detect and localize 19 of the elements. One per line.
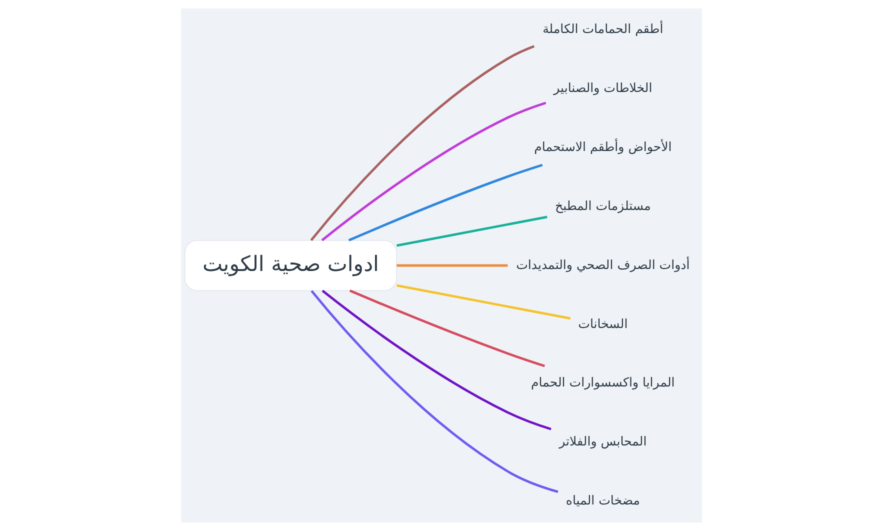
connector: [310, 290, 558, 493]
connector: [320, 102, 546, 242]
node-text: أطقم الحمامات الكاملة: [542, 20, 663, 36]
node-text: الخلاطات والصنابير: [553, 80, 652, 95]
connector: [348, 164, 542, 242]
node-text: السخانات: [578, 316, 628, 331]
connector: [348, 290, 545, 368]
connector: [321, 290, 551, 430]
node-text: مضخات المياه: [565, 492, 640, 508]
connector: [396, 264, 508, 267]
connector: [396, 216, 547, 247]
node-text: الأحواض وأطقم الاستحمام: [534, 138, 672, 154]
connector: [396, 284, 570, 320]
node-text: المحابس والفلاتر: [558, 434, 646, 449]
node-text: المرايا واكسسوارات الحمام: [530, 374, 674, 390]
node-box: ادوات صحية الكويت: [184, 240, 397, 292]
node-text: مستلزمات المطبخ: [554, 198, 650, 213]
node-text: أدوات الصرف الصحي والتمديدات: [516, 256, 690, 272]
connector: [310, 45, 534, 242]
